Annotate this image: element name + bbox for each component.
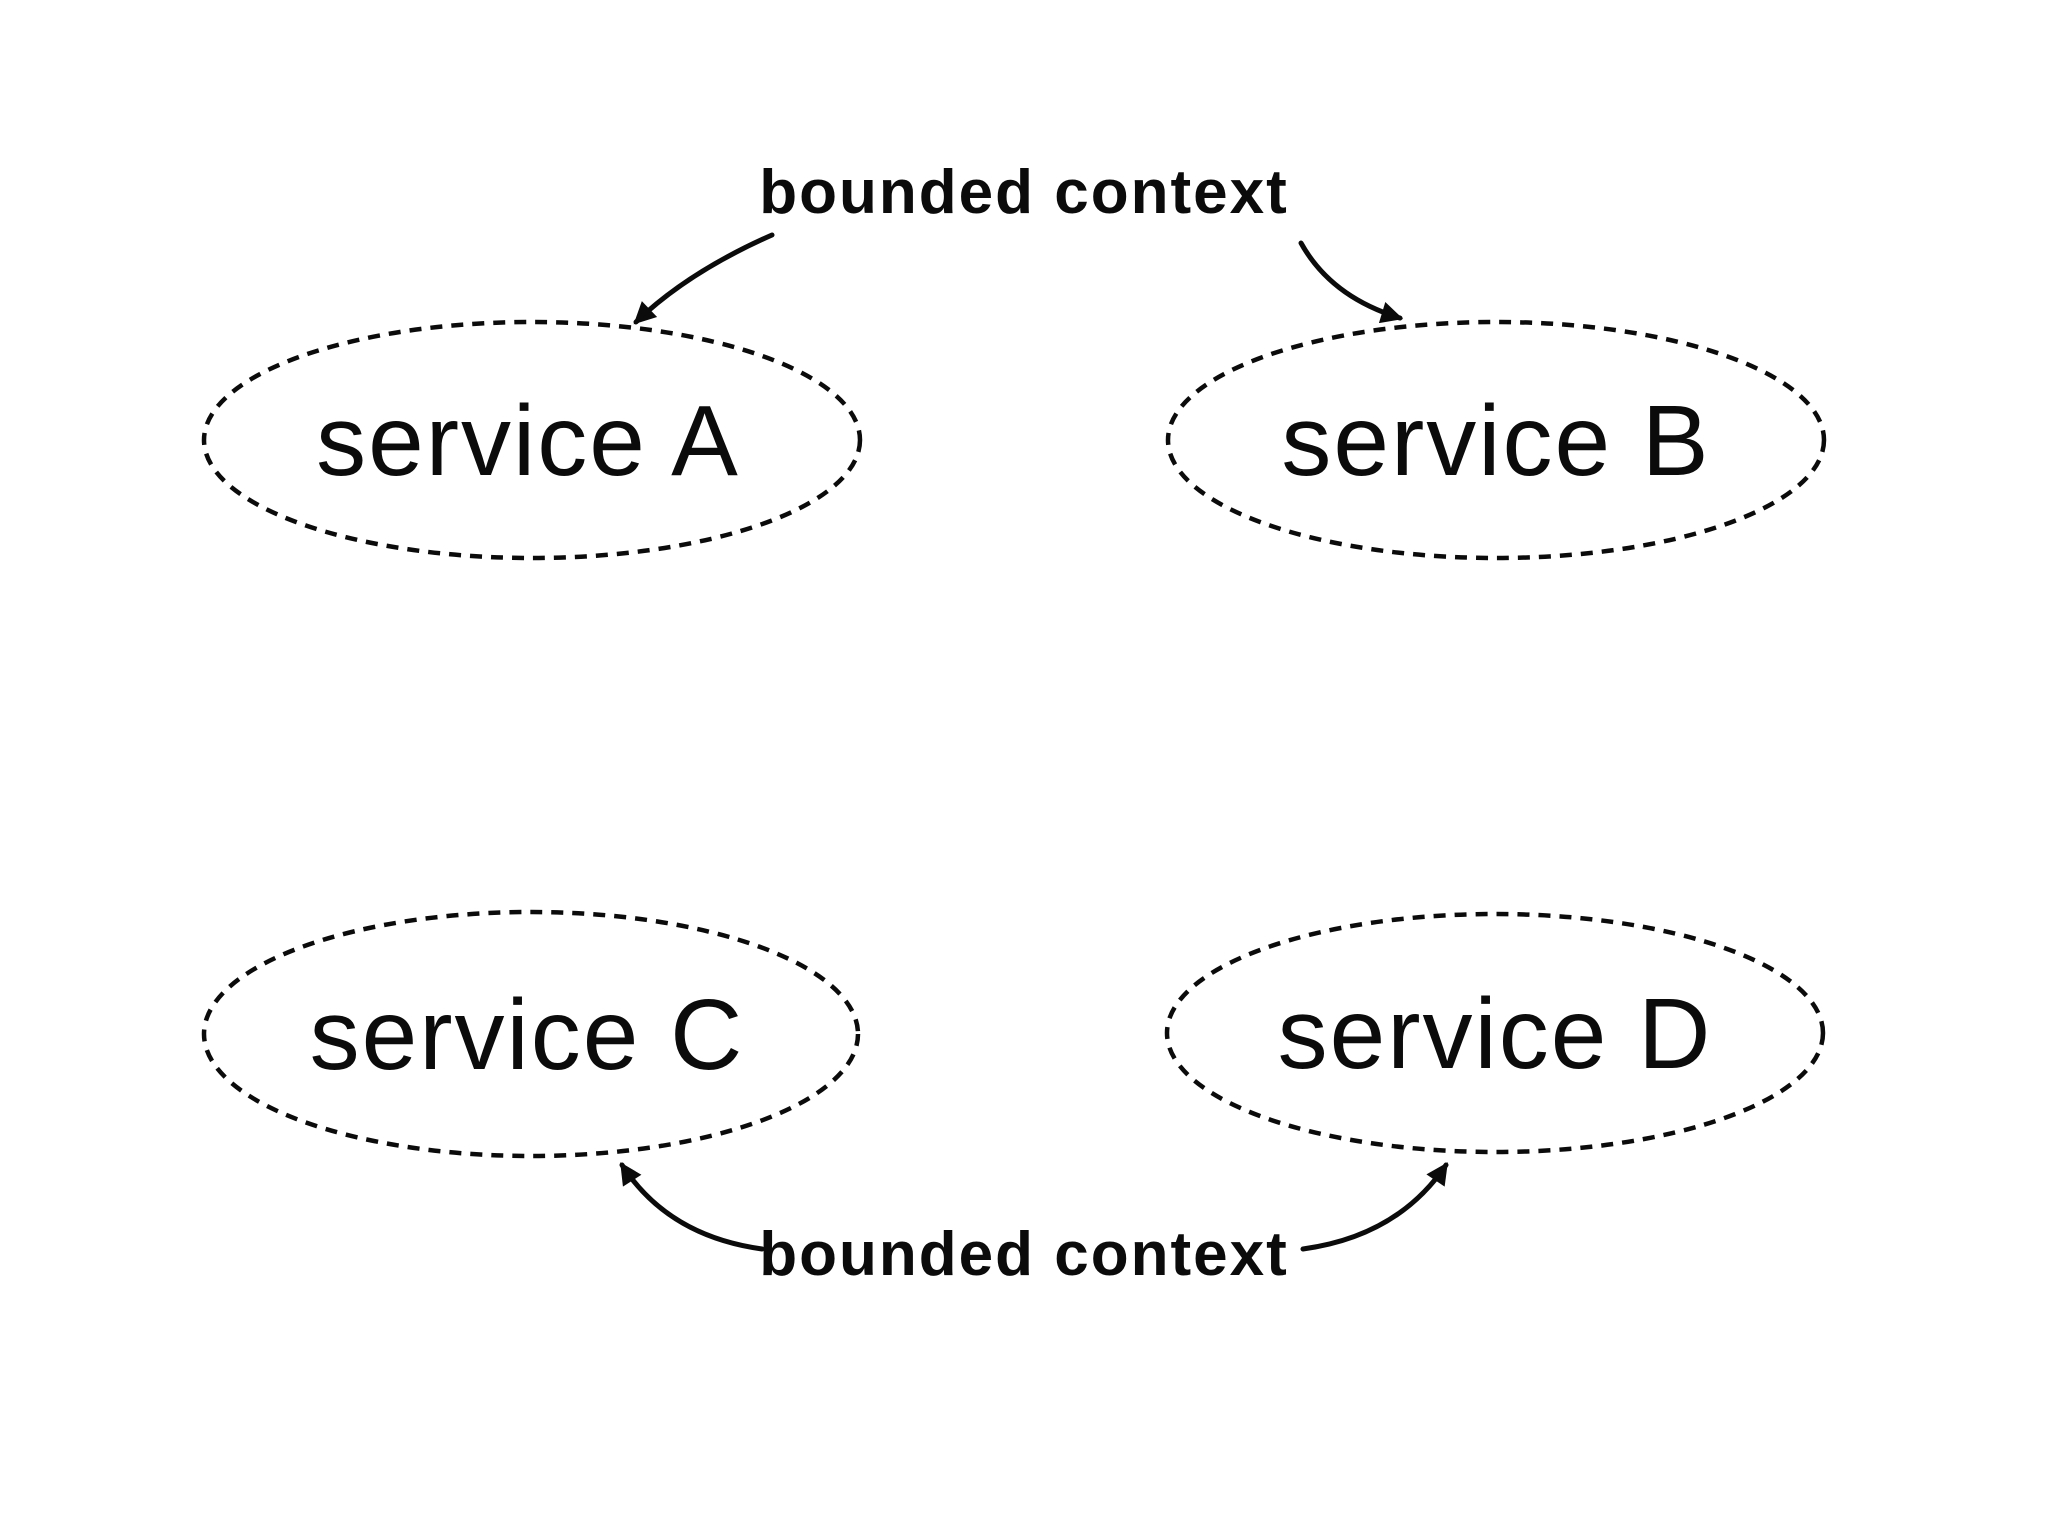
service-c-ellipse <box>201 909 861 1159</box>
service-d-ellipse <box>1164 911 1826 1155</box>
service-c-label: service C <box>309 979 745 1091</box>
bounded-context-label-bottom: bounded context <box>759 1220 1289 1289</box>
bounded-context-arrow-to-service-a <box>633 232 775 325</box>
bounded-context-arrow-to-service-d <box>1300 1162 1449 1252</box>
service-b-label: service B <box>1281 385 1711 497</box>
bounded-context-arrow-to-service-b <box>1298 240 1404 324</box>
bounded-context-arrow-to-service-c <box>619 1162 765 1252</box>
service-d-label: service D <box>1277 978 1713 1090</box>
bounded-context-label-top: bounded context <box>759 158 1289 227</box>
service-a-label: service A <box>316 385 740 497</box>
service-b-ellipse <box>1165 319 1827 561</box>
service-a-ellipse <box>201 319 863 561</box>
